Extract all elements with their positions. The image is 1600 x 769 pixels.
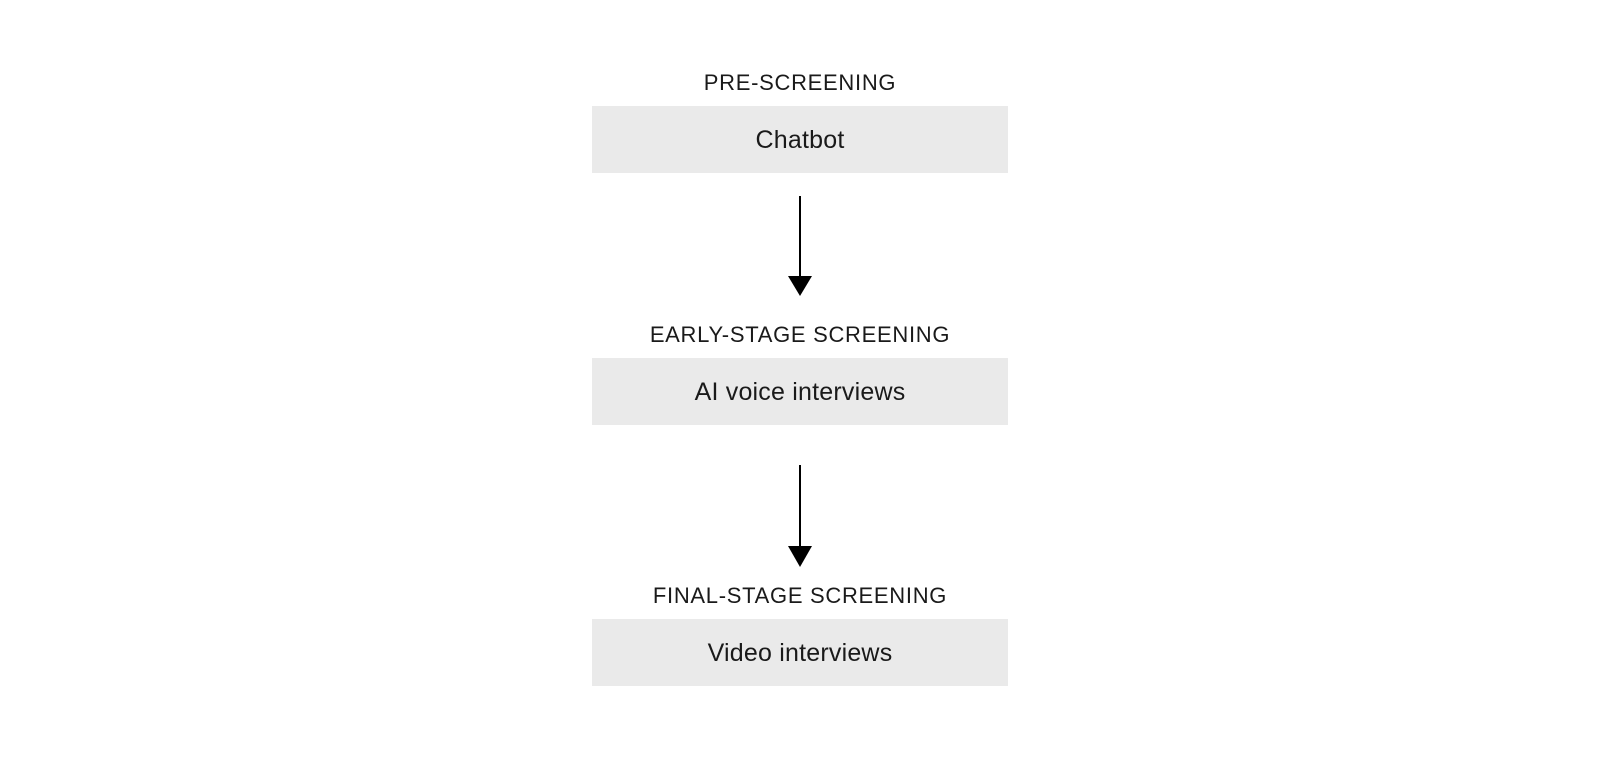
stage-box-pre-screening: Chatbot (592, 106, 1008, 173)
connector-2 (780, 455, 820, 567)
down-arrow-icon (788, 196, 812, 296)
connector-1 (780, 196, 820, 296)
stage-label-early-stage-screening: EARLY-STAGE SCREENING (649, 322, 951, 347)
stage-pre-screening: PRE-SCREENING Chatbot (592, 70, 1008, 173)
stage-early-stage-screening: EARLY-STAGE SCREENING AI voice interview… (592, 322, 1008, 425)
stage-final-stage-screening: FINAL-STAGE SCREENING Video interviews (592, 583, 1008, 686)
stage-box-label-ai-voice-interviews: AI voice interviews (694, 377, 906, 406)
stage-box-early-stage-screening: AI voice interviews (592, 358, 1008, 425)
stage-box-label-video-interviews: Video interviews (707, 638, 893, 667)
down-arrow-icon (788, 465, 812, 567)
stage-label-pre-screening: PRE-SCREENING (703, 70, 897, 95)
flow-column: PRE-SCREENING Chatbot EARLY-STAGE SCREEN… (592, 0, 1008, 769)
stage-box-final-stage-screening: Video interviews (592, 619, 1008, 686)
stage-box-label-chatbot: Chatbot (755, 125, 845, 154)
stage-label-final-stage-screening: FINAL-STAGE SCREENING (652, 583, 948, 608)
